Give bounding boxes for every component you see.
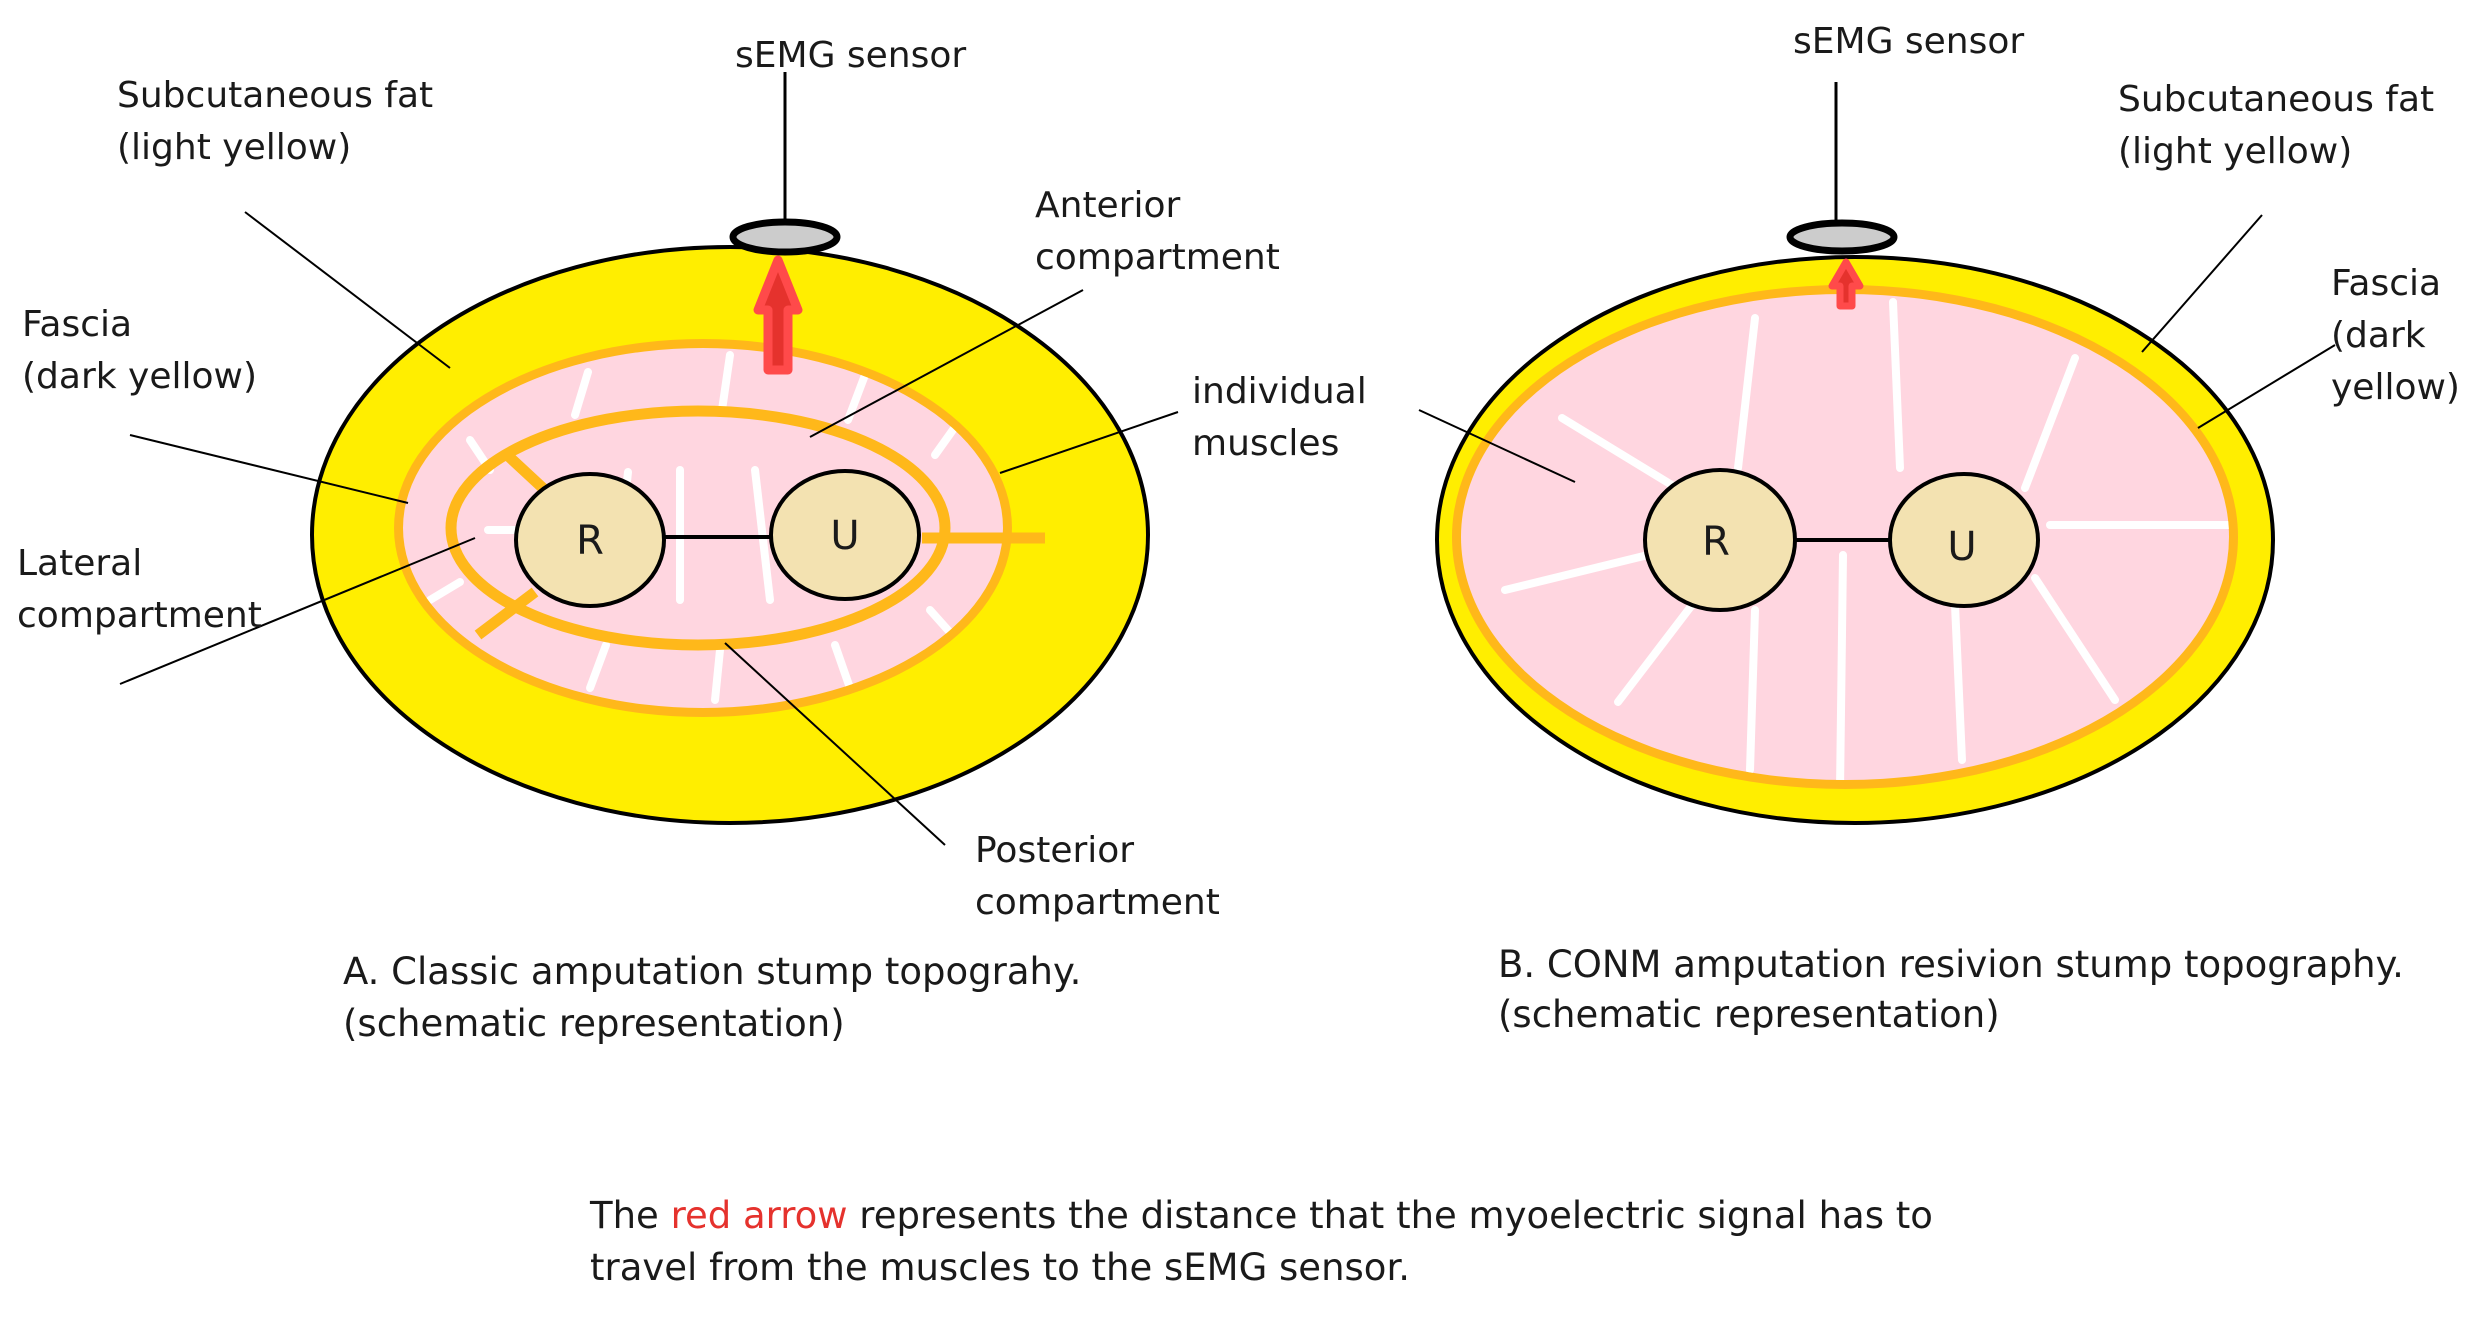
panel-b-fat-label-line2: (light yellow): [2118, 131, 2352, 172]
footnote-line1: The red arrow represents the distance th…: [589, 1194, 1933, 1237]
panel-a-sensor: [729, 218, 841, 256]
panel-b-fascia-label-line1: Fascia: [2331, 263, 2441, 304]
panel-a-ulna-label: U: [830, 513, 859, 559]
panel-b-caption-line1: B. CONM amputation resivion stump topogr…: [1498, 943, 2404, 986]
panel-b-signal-arrow: [1828, 258, 1864, 310]
footnote: The red arrow represents the distance th…: [589, 1194, 1933, 1289]
panel-b-radius-bone: [1643, 468, 1797, 612]
panel-b-diagram: R U: [1418, 82, 2336, 825]
panel-a-anterior-label-line2: compartment: [1035, 237, 1280, 278]
panel-b-muscle-separators: [1501, 298, 2229, 780]
panel-b-ulna-label: U: [1947, 524, 1976, 570]
panel-a-signal-arrow: [753, 255, 803, 375]
panel-a-lateral-label-line2: compartment: [17, 595, 262, 636]
panel-a-muscles-label-line2: muscles: [1192, 423, 1339, 464]
footnote-red-arrow-term: red arrow: [671, 1194, 848, 1237]
panel-a-posterior-label-line2: compartment: [975, 882, 1220, 923]
panel-b-ulna-bone: [1888, 472, 2040, 608]
panel-b-fat-label-line1: Subcutaneous fat: [2118, 79, 2434, 120]
footnote-line2: travel from the muscles to the sEMG sens…: [590, 1246, 1410, 1289]
panel-b-labels: sEMG sensor Subcutaneous fat (light yell…: [1498, 21, 2460, 1036]
panel-a-muscles-label-line1: individual: [1192, 371, 1367, 412]
panel-a-caption-line2: (schematic representation): [343, 1002, 845, 1045]
panel-b-leader-lines: [1418, 214, 2336, 483]
panel-a-diagram: R U: [119, 72, 1179, 846]
panel-a-radius-bone: [514, 472, 666, 608]
panel-a-ulna-bone: [769, 469, 921, 601]
panel-b-caption-line2: (schematic representation): [1498, 993, 2000, 1036]
panel-a-fat-label-line2: (light yellow): [117, 127, 351, 168]
panel-a-compartment-fascia: [445, 405, 1045, 651]
footnote-pre: The: [589, 1194, 671, 1237]
panel-b-fascia-label-line3: yellow): [2331, 367, 2460, 408]
panel-b-fascia-label-line2: (dark: [2331, 315, 2426, 356]
panel-a-labels: sEMG sensor Subcutaneous fat (light yell…: [17, 35, 1367, 1045]
panel-a-radius-label: R: [576, 518, 604, 564]
panel-b-sensor: [1786, 219, 1898, 255]
panel-a-anterior-label-line1: Anterior: [1035, 185, 1181, 226]
panel-a-fascia-label-line1: Fascia: [22, 304, 132, 345]
panel-a-caption-line1: A. Classic amputation stump topograhy.: [343, 950, 1081, 993]
panel-b-sensor-label: sEMG sensor: [1793, 21, 2024, 62]
panel-a-leader-lines: [119, 211, 1179, 846]
panel-a-lateral-label-line1: Lateral: [17, 543, 142, 584]
panel-b-radius-label: R: [1702, 519, 1730, 565]
footnote-post: represents the distance that the myoelec…: [848, 1194, 1933, 1237]
panel-a-posterior-label-line1: Posterior: [975, 830, 1134, 871]
panel-a-fascia-label-line2: (dark yellow): [22, 356, 257, 397]
panel-a-fat-label-line1: Subcutaneous fat: [117, 75, 433, 116]
panel-a-sensor-label: sEMG sensor: [735, 35, 966, 76]
